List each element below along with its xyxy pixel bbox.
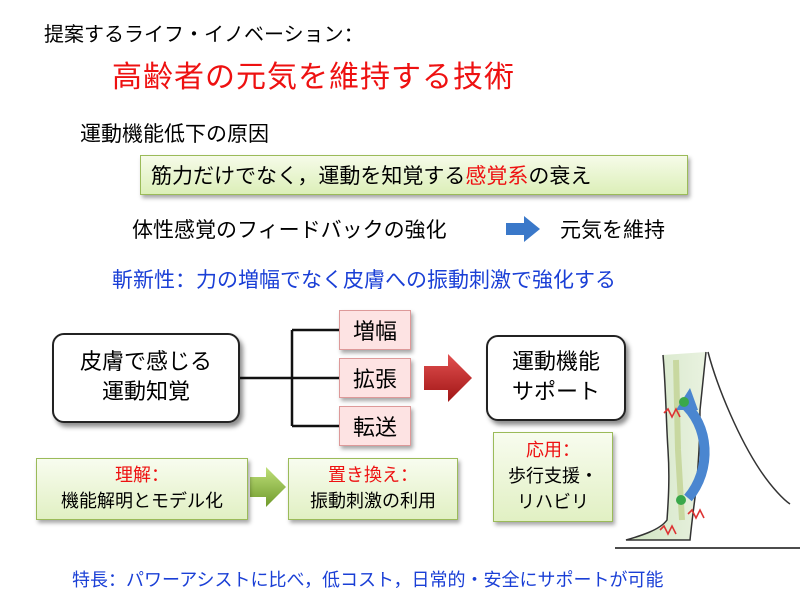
branch-amplify: 増幅 — [339, 310, 411, 350]
source-line2: 運動知覚 — [101, 380, 190, 405]
feature-text: 特長：パワーアシストに比べ，低コスト，日常的・安全にサポートが可能 — [72, 570, 664, 591]
red-right-arrow — [424, 354, 472, 402]
understanding-body: 機能解明とモデル化 — [61, 491, 223, 512]
branch-extend: 拡張 — [339, 358, 411, 398]
cause-heading: 運動機能低下の原因 — [80, 122, 269, 146]
target-line2: サポート — [511, 380, 600, 405]
target-line1: 運動機能 — [511, 350, 600, 376]
feedback-right: 元気を維持 — [560, 218, 665, 242]
feedback-left: 体性感覚のフィードバックの強化 — [132, 218, 447, 242]
understanding-box: 理解： 機能解明とモデル化 — [36, 458, 248, 520]
cause-prefix: 筋力だけでなく，運動を知覚する — [151, 164, 466, 188]
target-box: 運動機能 サポート — [486, 335, 626, 421]
application-line2: リハビリ — [517, 492, 589, 514]
novelty-text: 斬新性：力の増幅でなく皮膚への振動刺激で強化する — [112, 268, 616, 292]
blue-right-arrow — [506, 216, 540, 242]
header-label: 提案するライフ・イノベーション： — [44, 22, 364, 46]
replacement-title: 置き換え： — [328, 464, 418, 486]
replacement-box: 置き換え： 振動刺激の利用 — [288, 458, 458, 520]
replacement-body: 振動刺激の利用 — [310, 491, 436, 512]
source-box: 皮膚で感じる 運動知覚 — [52, 333, 240, 423]
cause-box: 筋力だけでなく，運動を知覚する感覚系の衰え — [140, 155, 688, 195]
tree-connector — [240, 328, 339, 428]
understanding-title: 理解： — [115, 464, 169, 486]
main-title: 高齢者の元気を維持する技術 — [112, 60, 515, 95]
cause-suffix: の衰え — [528, 164, 592, 188]
application-line1: 歩行支援・ — [508, 465, 598, 487]
branch-transfer: 転送 — [339, 406, 411, 446]
application-box: 応用： 歩行支援・ リハビリ — [493, 432, 613, 522]
green-right-arrow — [250, 467, 286, 507]
source-line1: 皮膚で感じる — [79, 350, 212, 376]
leg-illustration — [615, 351, 800, 549]
cause-highlight: 感覚系 — [465, 164, 529, 188]
application-title: 応用： — [526, 439, 580, 461]
